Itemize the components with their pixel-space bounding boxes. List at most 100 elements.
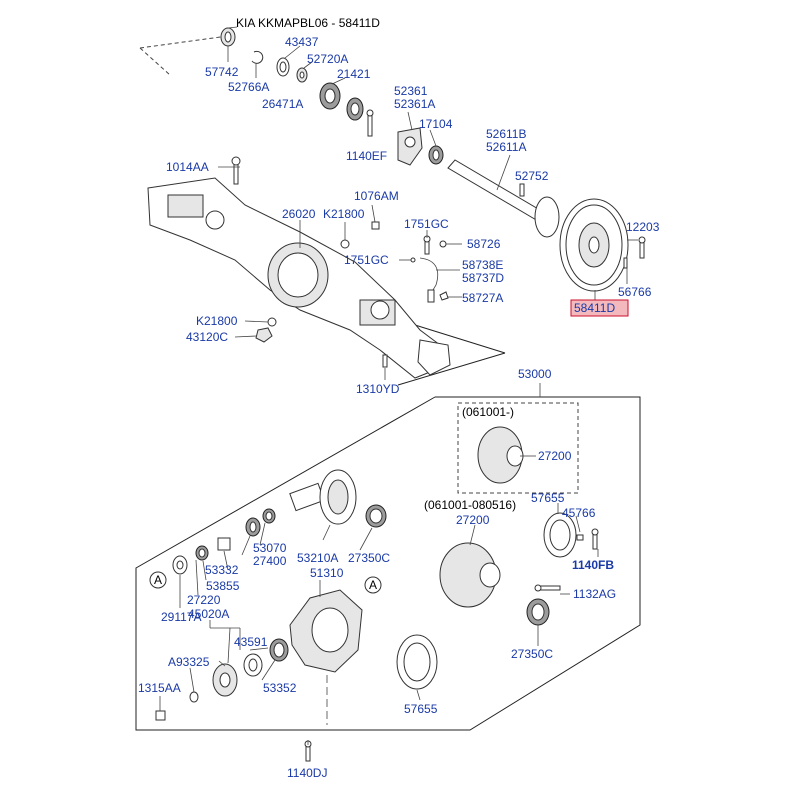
label-52720A[interactable]: 52720A: [307, 52, 348, 66]
variant-box: [457, 402, 579, 494]
label-K21800-bottom[interactable]: K21800: [196, 314, 238, 328]
reference-marker-A-left-text: A: [154, 573, 162, 587]
part-56766[interactable]: [623, 257, 628, 269]
part-1310YD[interactable]: [382, 354, 388, 368]
part-27350C-bottom[interactable]: [526, 598, 550, 626]
part-43591[interactable]: [243, 653, 263, 677]
label-17104[interactable]: 17104: [419, 117, 453, 131]
label-1751GC-top[interactable]: 1751GC: [404, 217, 449, 231]
label-1132AG[interactable]: 1132AG: [573, 587, 616, 601]
part-1751GC[interactable]: [410, 235, 447, 263]
label-A93325[interactable]: A93325: [168, 655, 210, 669]
label-27350C-bottom[interactable]: 27350C: [511, 647, 553, 661]
part-27400[interactable]: [245, 517, 261, 537]
part-27200-top[interactable]: [477, 426, 524, 484]
label-52611A[interactable]: 52611A: [486, 140, 526, 154]
label-27350C-top[interactable]: 27350C: [348, 551, 390, 565]
part-1140FB[interactable]: [591, 528, 599, 550]
part-43437[interactable]: [276, 57, 290, 77]
label-43437[interactable]: 43437: [285, 35, 319, 49]
label-45766[interactable]: 45766: [562, 506, 596, 520]
part-57655-bottom[interactable]: [396, 634, 438, 690]
label-27400[interactable]: 27400: [253, 554, 287, 568]
part-57655-right[interactable]: [543, 512, 577, 558]
axle-housing[interactable]: [147, 177, 451, 379]
label-1310YD[interactable]: 1310YD: [356, 382, 400, 396]
label-57655-bottom[interactable]: 57655: [404, 702, 438, 716]
label-1140FB[interactable]: 1140FB: [572, 558, 614, 572]
label-27200-center[interactable]: 27200: [456, 513, 490, 527]
label-56766[interactable]: 56766: [618, 285, 652, 299]
label-12203[interactable]: 12203: [626, 220, 660, 234]
part-1132AG[interactable]: [534, 584, 561, 592]
label-57655-right[interactable]: 57655: [531, 491, 565, 505]
part-17104[interactable]: [428, 145, 444, 165]
part-K21800-top[interactable]: [340, 239, 350, 249]
label-1014AA[interactable]: 1014AA: [166, 160, 209, 174]
label-45020A[interactable]: 45020A: [188, 607, 229, 621]
part-53070[interactable]: [262, 508, 276, 524]
label-52766A[interactable]: 52766A: [228, 80, 269, 94]
label-26020[interactable]: 26020: [282, 207, 316, 221]
part-58727A[interactable]: [439, 291, 449, 301]
part-58411D-disc[interactable]: [534, 196, 629, 292]
label-21421[interactable]: 21421: [337, 67, 371, 81]
label-26471A[interactable]: 26471A: [262, 97, 303, 111]
label-1140DJ[interactable]: 1140DJ: [287, 766, 327, 780]
label-43591[interactable]: 43591: [234, 635, 268, 649]
label-52752[interactable]: 52752: [515, 169, 549, 183]
label-43120C[interactable]: 43120C: [186, 330, 228, 344]
label-53332[interactable]: 53332: [205, 563, 239, 577]
part-K21800-bottom[interactable]: [267, 317, 277, 327]
part-52361[interactable]: [397, 127, 423, 166]
part-53210A[interactable]: [289, 469, 357, 525]
label-1751GC-bottom[interactable]: 1751GC: [344, 253, 389, 267]
label-1076AM[interactable]: 1076AM: [354, 189, 399, 203]
label-58737D[interactable]: 58737D: [462, 271, 504, 285]
label-27220[interactable]: 27220: [187, 593, 221, 607]
part-52766A[interactable]: [251, 50, 264, 78]
label-53210A[interactable]: 53210A: [297, 551, 338, 565]
part-27200-center[interactable]: [439, 542, 501, 608]
label-58411D[interactable]: 58411D: [574, 301, 615, 315]
label-57742[interactable]: 57742: [205, 65, 239, 79]
label-K21800-top[interactable]: K21800: [323, 207, 365, 221]
label-52361[interactable]: 52361: [394, 84, 428, 98]
part-57742[interactable]: [220, 27, 236, 62]
label-1315AA[interactable]: 1315AA: [138, 681, 181, 695]
part-53332[interactable]: [217, 537, 231, 551]
part-1315AA[interactable]: [155, 710, 166, 721]
label-58738E[interactable]: 58738E: [462, 258, 503, 272]
part-53855[interactable]: [195, 545, 209, 561]
part-43120C[interactable]: [255, 327, 273, 343]
part-51310[interactable]: [289, 589, 363, 673]
label-52361A[interactable]: 52361A: [394, 97, 435, 111]
label-53855[interactable]: 53855: [206, 579, 240, 593]
part-53352[interactable]: [269, 638, 289, 662]
part-1140EF[interactable]: [366, 109, 374, 137]
part-45020A[interactable]: [212, 663, 238, 697]
label-58726[interactable]: 58726: [467, 237, 501, 251]
part-26471A[interactable]: [346, 97, 364, 121]
part-27350C-top[interactable]: [365, 504, 387, 528]
part-45766[interactable]: [576, 534, 584, 541]
part-52720A[interactable]: [296, 67, 308, 83]
highlighted-callout-58411D[interactable]: 58411D: [570, 299, 629, 317]
label-53000[interactable]: 53000: [518, 367, 552, 381]
label-27200-top[interactable]: 27200: [538, 449, 572, 463]
part-52752[interactable]: [519, 183, 525, 197]
label-53070[interactable]: 53070: [253, 541, 287, 555]
label-52611B[interactable]: 52611B: [486, 127, 526, 141]
label-58727A[interactable]: 58727A: [462, 291, 503, 305]
part-12203[interactable]: [638, 236, 646, 259]
part-58738E[interactable]: [419, 257, 439, 303]
part-29117A[interactable]: [172, 555, 188, 575]
label-53352[interactable]: 53352: [263, 681, 297, 695]
label-51310[interactable]: 51310: [310, 566, 344, 580]
label-29117A[interactable]: 29117A: [161, 610, 201, 624]
label-1140EF[interactable]: 1140EF: [346, 149, 387, 163]
part-A93325[interactable]: [189, 691, 199, 703]
part-1014AA[interactable]: [231, 156, 241, 185]
part-1076AM[interactable]: [371, 221, 380, 230]
part-21421[interactable]: [319, 82, 341, 110]
